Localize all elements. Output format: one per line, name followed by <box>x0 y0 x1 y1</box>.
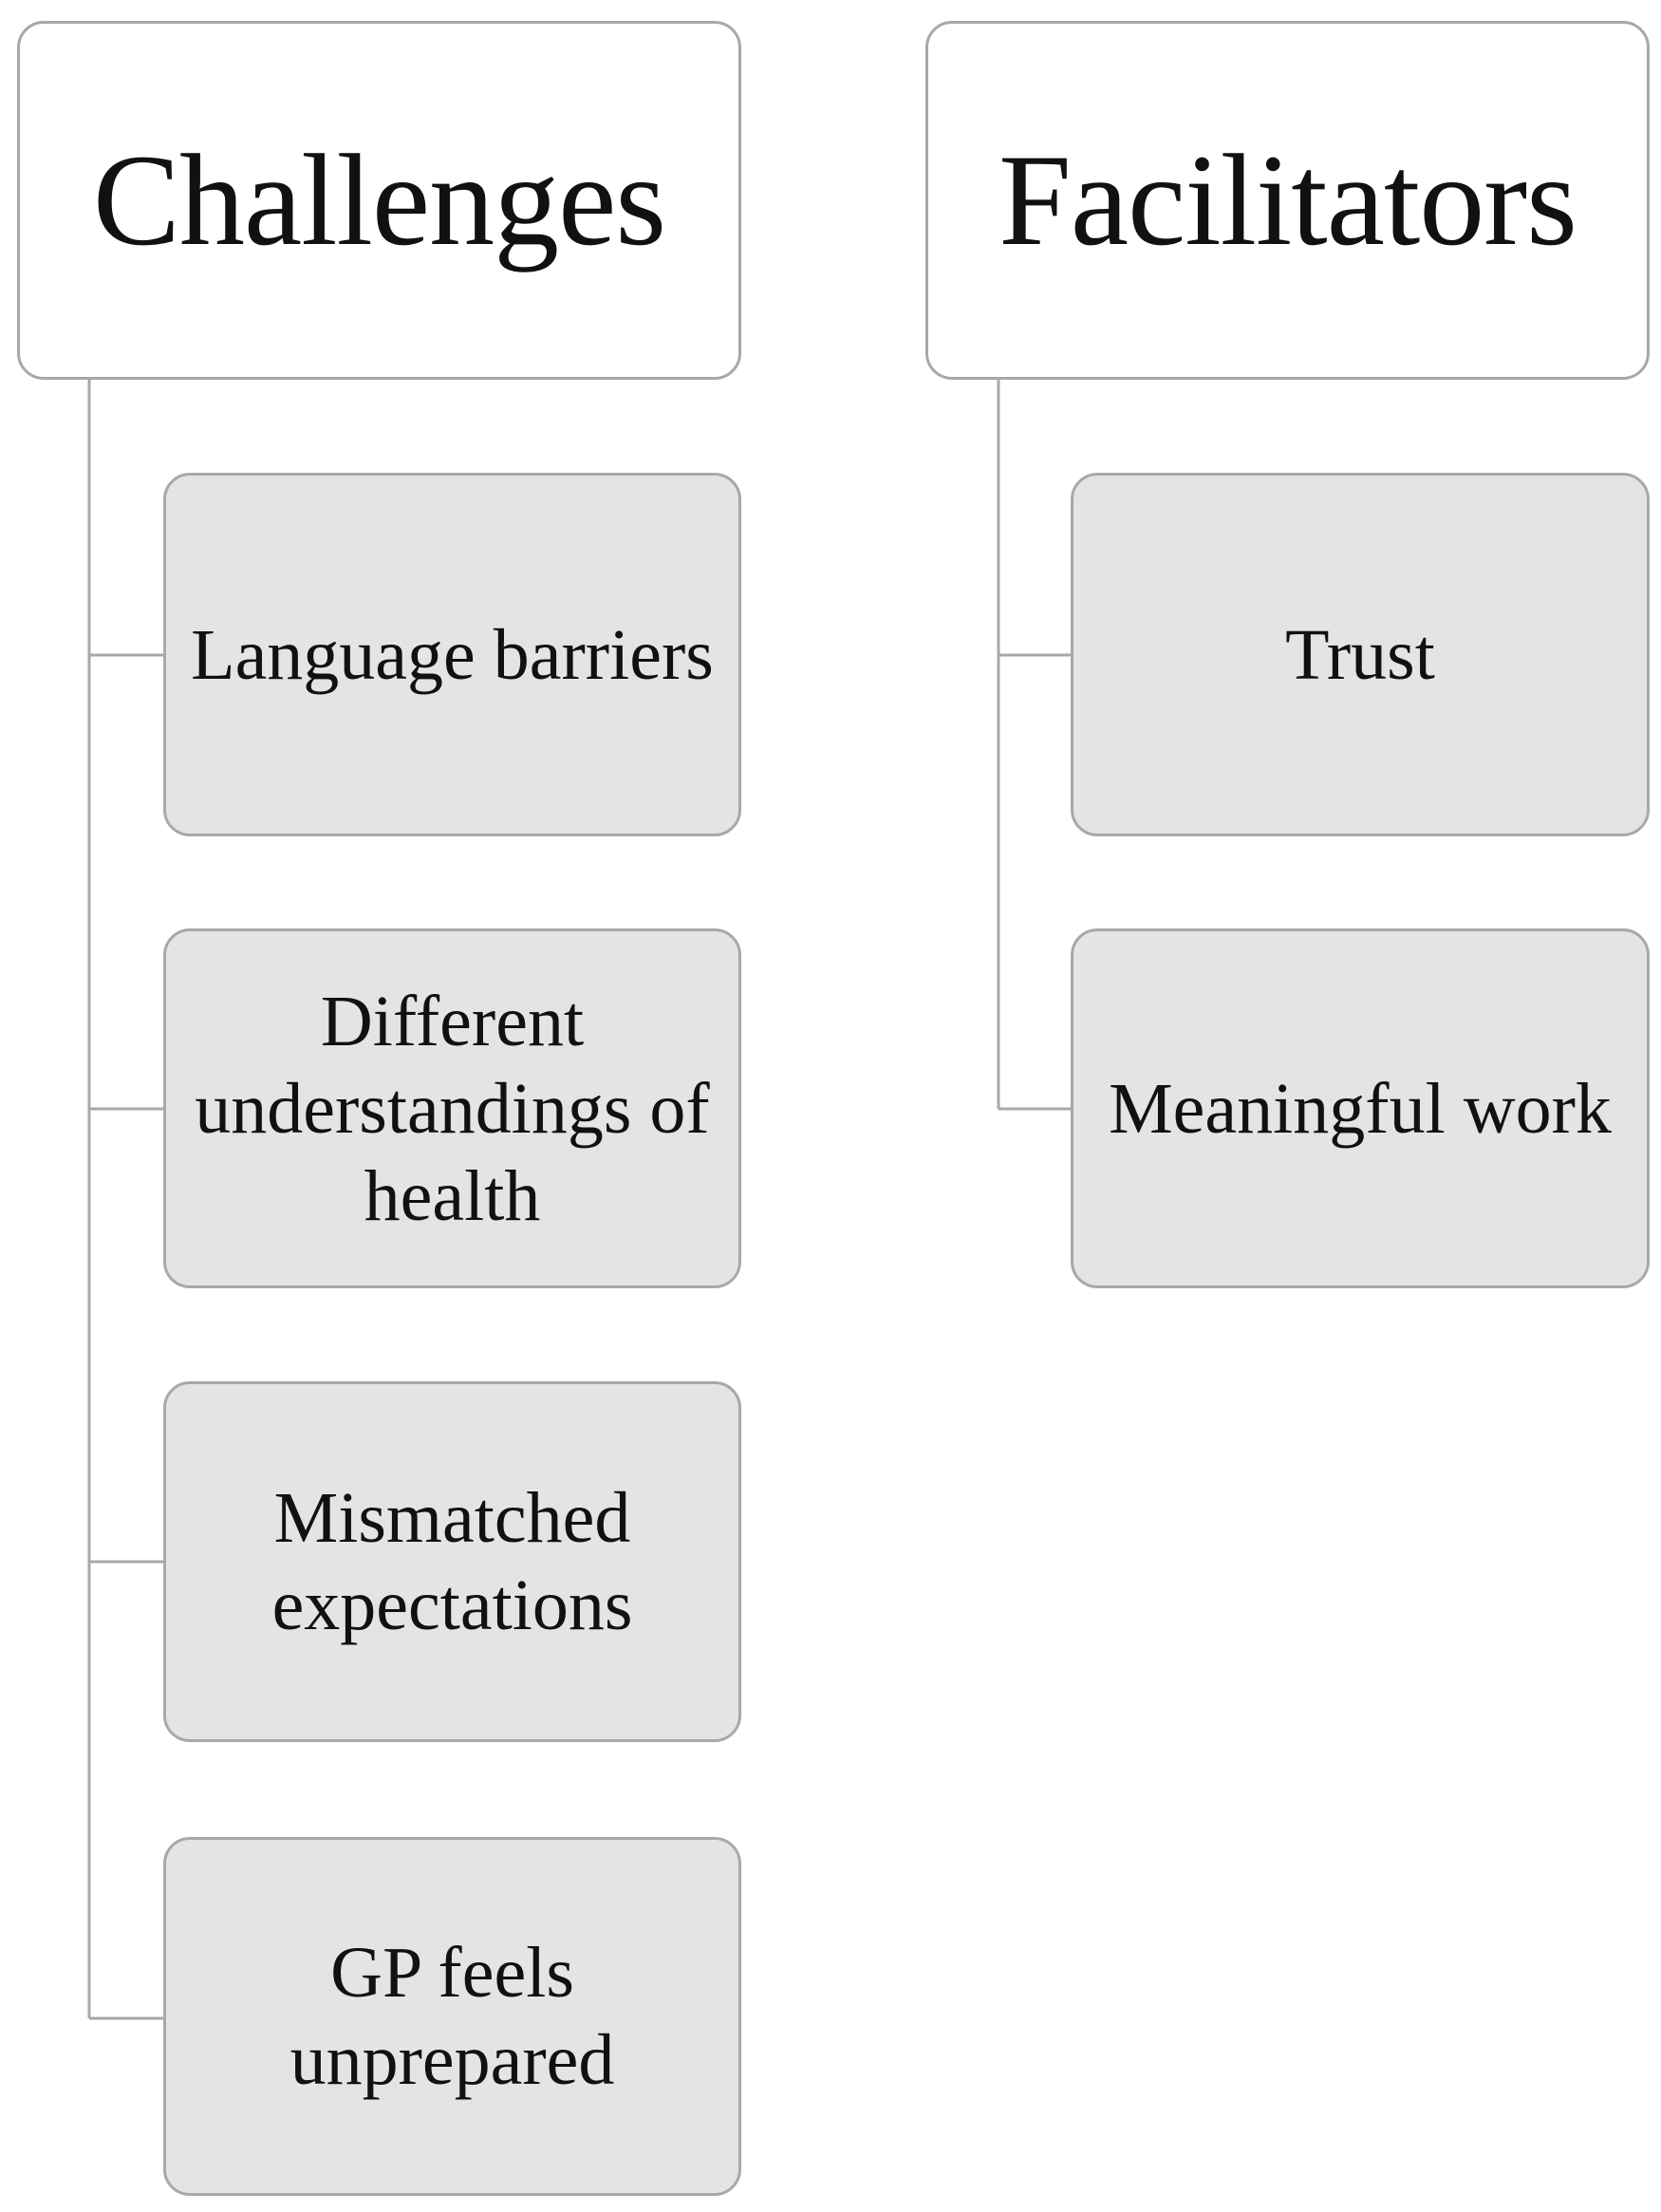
facilitator-item-label: Trust <box>1285 614 1435 695</box>
challenge-item-label: Mismatched expectations <box>271 1478 633 1645</box>
challenge-item-label: GP feels unprepared <box>289 1933 615 2100</box>
challenge-item-label: Language barriers <box>191 614 714 695</box>
facilitator-item-trust: Trust <box>1071 473 1650 836</box>
challenge-item-label: Different understandings of health <box>195 981 710 1236</box>
challenge-item-mismatched-expectations: Mismatched expectations <box>163 1381 741 1742</box>
facilitator-item-meaningful-work: Meaningful work <box>1071 928 1650 1288</box>
facilitators-header: Facilitators <box>925 21 1650 380</box>
challenge-item-language-barriers: Language barriers <box>163 473 741 836</box>
facilitators-title: Facilitators <box>998 127 1577 272</box>
challenges-title: Challenges <box>92 127 666 272</box>
facilitator-item-label: Meaningful work <box>1109 1068 1612 1149</box>
challenges-header: Challenges <box>17 21 741 380</box>
challenge-item-gp-feels-unprepared: GP feels unprepared <box>163 1837 741 2196</box>
challenge-item-different-understandings: Different understandings of health <box>163 928 741 1288</box>
